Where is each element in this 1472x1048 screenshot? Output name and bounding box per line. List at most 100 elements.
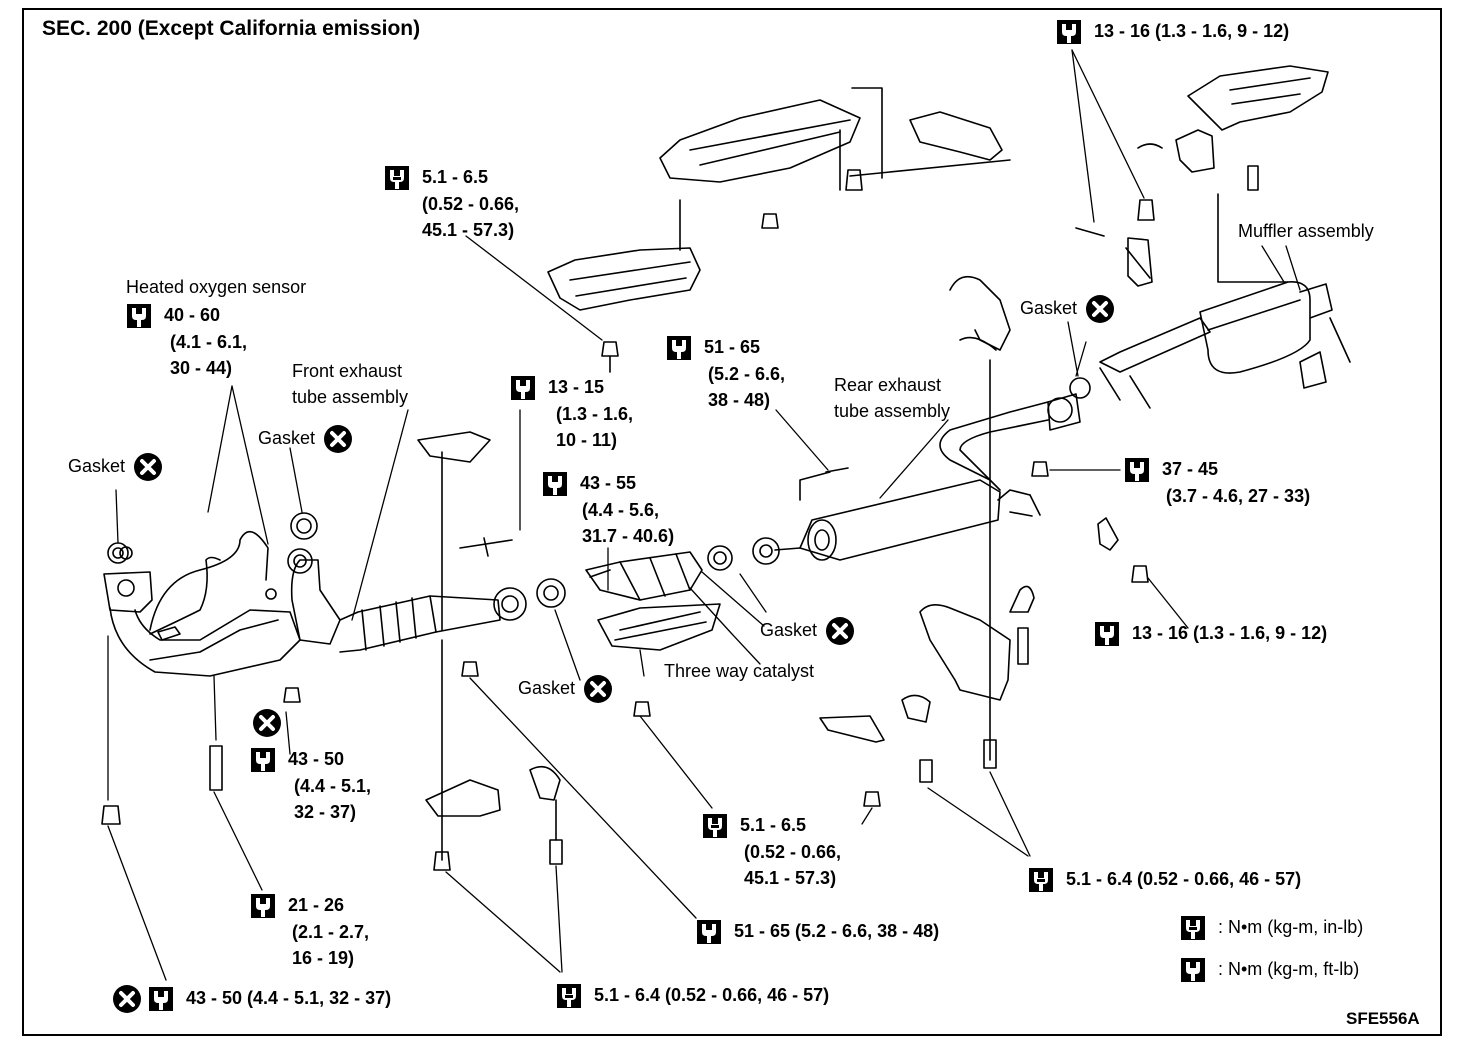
torque-spec-text: (3.7 - 4.6, 27 - 33) <box>1166 486 1311 507</box>
torque-spec-text: (4.1 - 6.1, <box>170 332 248 353</box>
torque-spec-bottom-left: 43 - 50 (4.4 - 5.1, 32 - 37) <box>112 984 391 1014</box>
torque-spec-text: 21 - 26 <box>288 895 345 915</box>
torque-spec-text: 40 - 60 <box>164 305 221 325</box>
legend-ft-lb: : N•m (kg-m, ft-lb) <box>1180 956 1359 983</box>
three-way-catalyst-drawing <box>585 537 801 651</box>
gasket-label-manifold: Gasket <box>68 452 163 482</box>
front-exhaust-text: Front exhaust <box>292 361 403 381</box>
muffler-assembly-label: Muffler assembly <box>1238 221 1374 241</box>
do-not-reuse-icon <box>583 674 613 704</box>
torque-wrench-ft-lb-icon <box>696 919 722 945</box>
do-not-reuse-icon <box>252 708 282 738</box>
torque-spec-front-hanger: 5.1 - 6.4 (0.52 - 0.66, 46 - 57) <box>556 982 829 1009</box>
torque-wrench-in-lb-icon <box>1028 867 1054 893</box>
do-not-reuse-icon <box>825 616 855 646</box>
torque-spec-text: 51 - 65 <box>704 337 761 357</box>
gasket-text: Gasket <box>518 677 576 698</box>
torque-spec-text: 45.1 - 57.3) <box>422 220 515 241</box>
torque-spec-text: (2.1 - 2.7, <box>292 922 370 943</box>
heat-shield-drawing <box>547 65 1329 311</box>
torque-spec-text: (4.4 - 5.1, <box>294 776 372 797</box>
legend-in-lb: : N•m (kg-m, in-lb) <box>1180 914 1363 941</box>
torque-wrench-ft-lb-icon <box>1180 957 1206 983</box>
torque-spec-front-bracket: 21 - 26 (2.1 - 2.7, 16 - 19) <box>250 892 369 971</box>
rear-exhaust-text: Rear exhaust <box>834 375 942 395</box>
torque-spec-tube-bracket: 13 - 15 (1.3 - 1.6, 10 - 11) <box>510 374 633 453</box>
torque-spec-text: 5.1 - 6.4 (0.52 - 0.66, 46 - 57) <box>1066 869 1302 889</box>
leader-lines <box>107 49 1301 981</box>
torque-spec-text: 45.1 - 57.3) <box>744 868 837 889</box>
torque-spec-text: 43 - 50 <box>288 749 345 769</box>
torque-wrench-ft-lb-icon <box>126 303 152 329</box>
torque-spec-front-flange-nut: 51 - 65 (5.2 - 6.6, 38 - 48) <box>696 918 939 945</box>
torque-spec-muffler-mount: 13 - 16 (1.3 - 1.6, 9 - 12) <box>1094 620 1327 647</box>
torque-spec-text: 51 - 65 (5.2 - 6.6, 38 - 48) <box>734 921 940 941</box>
torque-spec-text: 16 - 19) <box>292 948 355 969</box>
torque-wrench-in-lb-icon <box>384 165 410 191</box>
torque-wrench-ft-lb-icon <box>510 375 536 401</box>
torque-spec-text: 31.7 - 40.6) <box>582 526 675 547</box>
torque-spec-top-right: 13 - 16 (1.3 - 1.6, 9 - 12) <box>1056 18 1289 45</box>
three-way-catalyst-label: Three way catalyst <box>664 661 815 681</box>
do-not-reuse-icon <box>323 424 353 454</box>
legend-text: : N•m (kg-m, ft-lb) <box>1218 959 1360 979</box>
torque-spec-text: (5.2 - 6.6, <box>708 364 786 385</box>
torque-wrench-ft-lb-icon <box>250 893 276 919</box>
torque-wrench-ft-lb-icon <box>250 747 276 773</box>
gasket-label-catalyst-rear: Gasket <box>760 616 855 646</box>
rear-exhaust-text: tube assembly <box>834 401 951 421</box>
torque-spec-text: 5.1 - 6.4 (0.52 - 0.66, 46 - 57) <box>594 985 830 1005</box>
torque-wrench-ft-lb-icon <box>1094 621 1120 647</box>
section-title: SEC. 200 (Except California emission) <box>42 17 421 40</box>
torque-spec-text: (4.4 - 5.6, <box>582 500 660 521</box>
torque-wrench-in-lb-icon <box>702 813 728 839</box>
front-exhaust-tube-label: Front exhaust tube assembly <box>292 358 408 410</box>
gasket-text: Gasket <box>68 455 126 476</box>
torque-wrench-ft-lb-icon <box>1056 19 1082 45</box>
torque-spec-text: 5.1 - 6.5 <box>422 167 489 187</box>
torque-spec-text: 13 - 15 <box>548 377 605 397</box>
front-exhaust-text: tube assembly <box>292 387 409 407</box>
torque-spec-text: 13 - 16 (1.3 - 1.6, 9 - 12) <box>1094 21 1290 41</box>
front-exhaust-tube-drawing <box>103 512 566 677</box>
legend-text: : N•m (kg-m, in-lb) <box>1218 917 1364 937</box>
torque-spec-text: 43 - 50 (4.4 - 5.1, 32 - 37) <box>186 987 392 1008</box>
gasket-text: Gasket <box>1020 297 1078 318</box>
gasket-label-front-tube: Gasket <box>258 424 353 454</box>
gasket-text: Gasket <box>258 427 316 448</box>
torque-spec-text: 13 - 16 (1.3 - 1.6, 9 - 12) <box>1132 623 1328 643</box>
torque-spec-text: 37 - 45 <box>1162 459 1219 479</box>
torque-spec-catalyst-stud: 43 - 55 (4.4 - 5.6, 31.7 - 40.6) <box>542 470 674 549</box>
torque-wrench-ft-lb-icon <box>542 471 568 497</box>
rear-exhaust-tube-drawing <box>799 377 1091 561</box>
gasket-label-catalyst-front: Gasket <box>518 674 613 704</box>
torque-spec-rear-nut: 51 - 65 (5.2 - 6.6, 38 - 48) <box>666 334 785 413</box>
rear-exhaust-tube-label: Rear exhaust tube assembly <box>834 372 950 424</box>
torque-spec-text: 32 - 37) <box>294 802 357 823</box>
diagram-frame <box>22 8 1442 1036</box>
torque-spec-text: (0.52 - 0.66, <box>422 194 520 215</box>
do-not-reuse-icon <box>1085 294 1115 324</box>
torque-wrench-ft-lb-icon <box>1124 457 1150 483</box>
torque-wrench-ft-lb-icon <box>666 335 692 361</box>
do-not-reuse-icon <box>112 984 142 1014</box>
torque-wrench-in-lb-icon <box>556 983 582 1009</box>
figure-code: SFE556A <box>1346 1009 1420 1028</box>
do-not-reuse-icon <box>133 452 163 482</box>
torque-spec-heat-shield-bolt: 5.1 - 6.5 (0.52 - 0.66, 45.1 - 57.3) <box>384 164 519 243</box>
torque-spec-text: 38 - 48) <box>708 390 771 411</box>
torque-wrench-in-lb-icon <box>1180 915 1206 941</box>
torque-spec-text: 10 - 11) <box>556 430 618 451</box>
torque-spec-text: 43 - 55 <box>580 473 637 493</box>
torque-wrench-ft-lb-icon <box>148 986 174 1012</box>
hangers-bolts-drawing <box>101 143 1259 871</box>
gasket-label-muffler: Gasket <box>1020 294 1115 324</box>
torque-spec-text: 30 - 44) <box>170 358 233 379</box>
torque-spec-lower-heat-shield: 5.1 - 6.5 (0.52 - 0.66, 45.1 - 57.3) <box>702 812 841 891</box>
torque-spec-text: 5.1 - 6.5 <box>740 815 807 835</box>
muffler-drawing <box>1099 193 1351 409</box>
oxygen-sensor-drawing <box>119 530 277 641</box>
torque-spec-oxygen-sensor: 40 - 60 (4.1 - 6.1, 30 - 44) <box>126 302 247 381</box>
